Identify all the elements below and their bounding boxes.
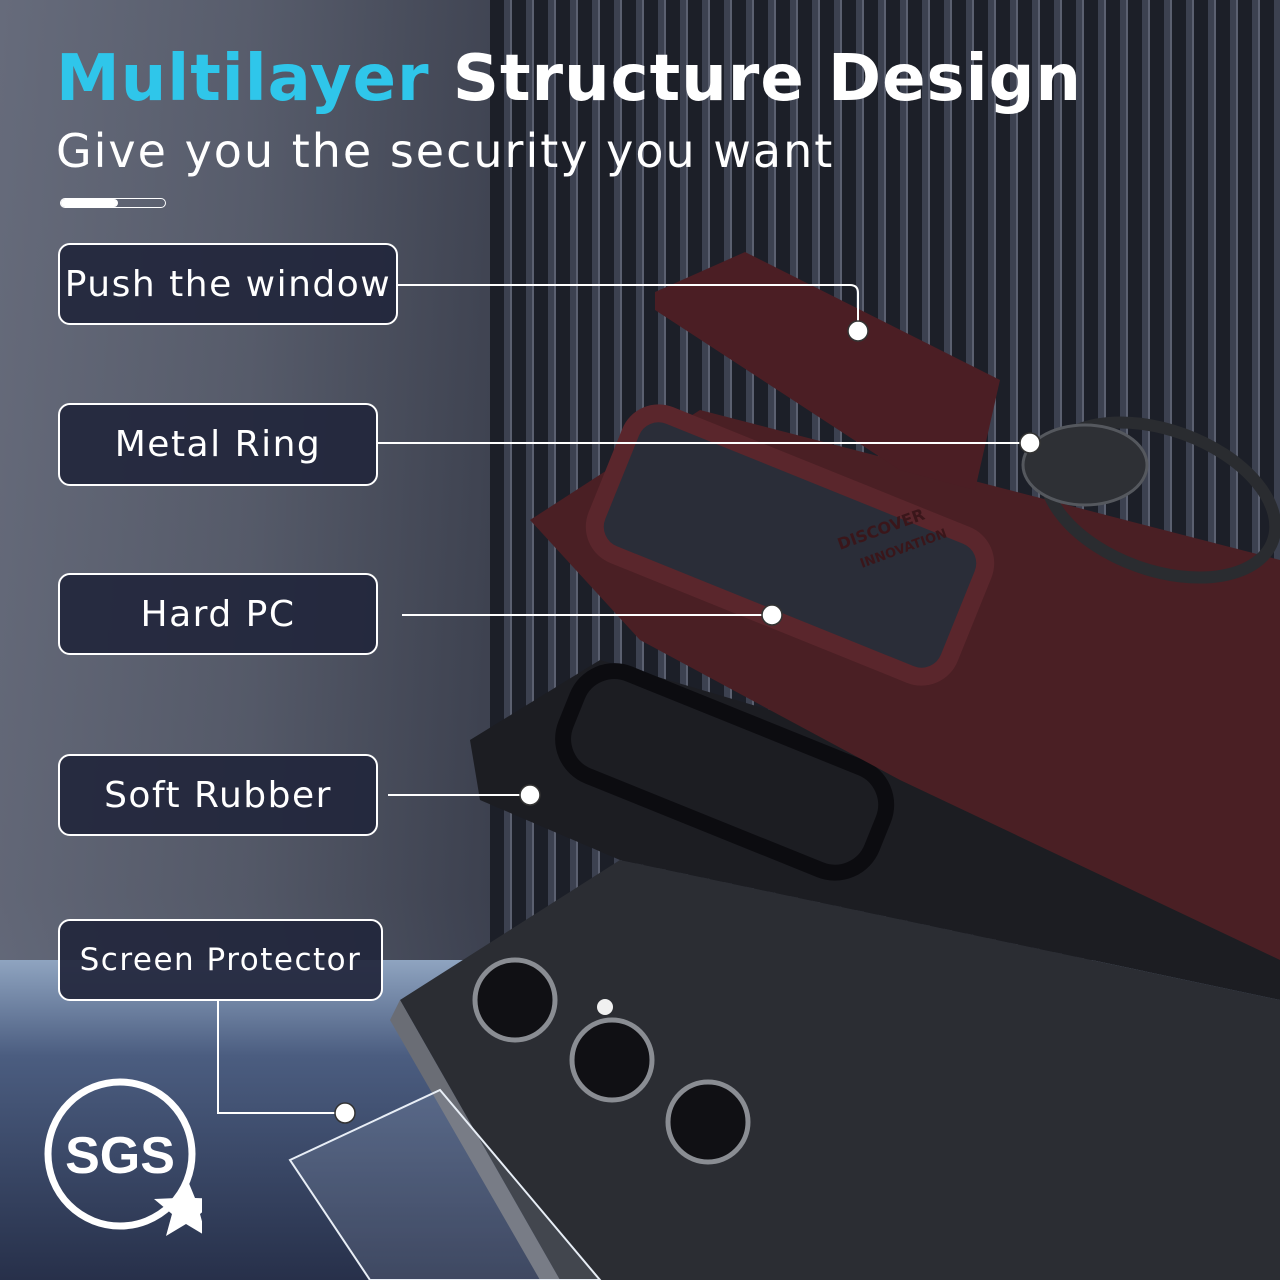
label-hard-pc: Hard PC [58,573,378,655]
title-accent: Multilayer [56,42,430,116]
camera-lens [472,957,558,1043]
camera-lens [665,1079,751,1165]
label-soft-rubber: Soft Rubber [58,754,378,836]
phone-edge [390,1000,560,1280]
flash [597,999,613,1015]
sgs-text: SGS [65,1127,175,1185]
leader-dots [334,320,1041,1124]
page-title: Multilayer Structure Design [56,42,1082,116]
progress-fill [61,199,119,207]
screen-protector [288,1088,602,1280]
metal-ring-disc [1021,423,1149,507]
label-push-window: Push the window [58,243,398,325]
title-rest: Structure Design [429,42,1082,116]
label-metal-ring: Metal Ring [58,403,378,486]
sgs-badge-icon: SGS [44,1078,202,1236]
rubber-camera-window [555,663,895,881]
leader-lines [217,284,1030,1114]
phone-body [400,860,1280,1280]
camera-lens [569,1017,655,1103]
label-screen-protector: Screen Protector [58,919,383,1001]
star-icon [154,1176,202,1236]
subtitle: Give you the security you want [56,124,835,178]
push-window-slider [655,252,1000,490]
progress-bar [60,198,166,208]
